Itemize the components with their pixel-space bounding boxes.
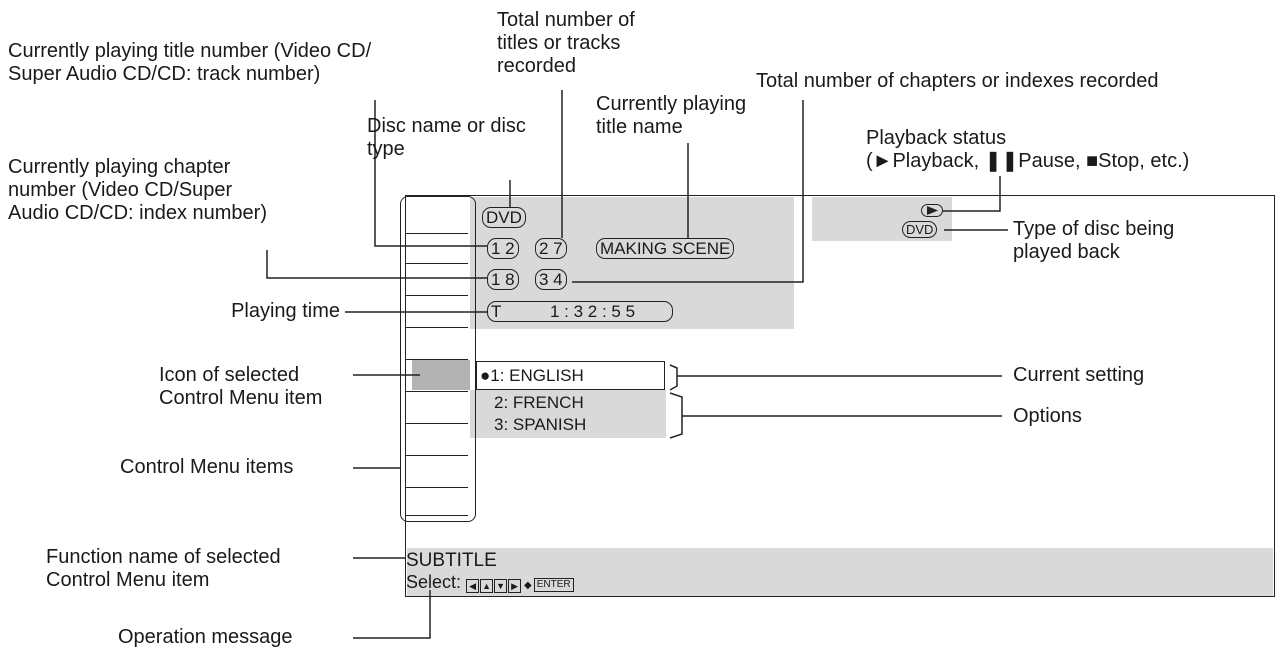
operation-message: Select: ◀▲▼▶◆ENTER: [406, 572, 574, 596]
control-menu-item: [406, 264, 468, 296]
status-play-icon: [921, 204, 943, 217]
label-icon-selected: Icon of selected Control Menu item: [159, 364, 323, 409]
control-menu-item: [406, 424, 468, 456]
label-function-name: Function name of selected Control Menu i…: [46, 546, 281, 591]
control-menu-item: [406, 392, 468, 424]
current-setting-box: [476, 361, 665, 390]
control-menu-item: [406, 488, 468, 516]
option-2: 2: FRENCH: [494, 393, 584, 412]
control-menu-item: [406, 202, 468, 234]
label-control-menu-items: Control Menu items: [120, 456, 294, 478]
arrow-down-icon: ▼: [494, 579, 508, 593]
play-icon: [927, 206, 938, 215]
playing-time-pill: T 1 : 3 2 : 5 5: [487, 301, 673, 322]
label-total-chapters: Total number of chapters or indexes reco…: [756, 70, 1159, 92]
title-name-pill: MAKING SCENE: [596, 238, 735, 259]
option-3: 3: SPANISH: [494, 415, 587, 434]
selected-icon-cell: [412, 360, 470, 390]
label-playback-status: Playback status (►Playback, ❚❚Pause, ■St…: [866, 127, 1190, 172]
label-title-name: Currently playing title name: [596, 93, 747, 138]
label-chapter-number: Currently playing chapter number (Video …: [8, 156, 267, 224]
label-playing-time: Playing time: [231, 300, 340, 322]
control-menu-item: [406, 296, 468, 328]
control-menu-item: [406, 360, 468, 392]
option-1: ●1: ENGLISH: [480, 366, 584, 385]
options-band: [470, 390, 666, 438]
arrow-up-icon: ▲: [480, 579, 494, 593]
info-band: [470, 197, 794, 329]
status-disc-pill: DVD: [902, 221, 938, 238]
plus-icon: ◆: [524, 580, 532, 591]
chapter-total-pill: 3 4: [535, 269, 567, 290]
label-title-number: Currently playing title number (Video CD…: [8, 40, 372, 85]
label-total-titles: Total number of titles or tracks recorde…: [497, 9, 635, 77]
message-band: [407, 548, 1273, 596]
enter-key: ENTER: [533, 578, 574, 592]
title-total-pill: 2 7: [535, 238, 567, 259]
disc-name-pill: DVD: [482, 207, 526, 228]
arrow-left-icon: ◀: [466, 579, 480, 593]
control-menu-item: [406, 328, 468, 360]
function-name: SUBTITLE: [406, 550, 497, 571]
label-current-setting: Current setting: [1013, 364, 1145, 386]
title-number-pill: 1 2: [487, 238, 519, 259]
label-disc-name: Disc name or disc type: [367, 115, 526, 160]
arrow-right-icon: ▶: [508, 579, 522, 593]
control-menu-strip: [400, 196, 476, 522]
chapter-number-pill: 1 8: [487, 269, 519, 290]
label-operation-message: Operation message: [118, 626, 293, 648]
label-options: Options: [1013, 405, 1082, 427]
control-menu-item: [406, 232, 468, 264]
label-disc-type: Type of disc being played back: [1013, 218, 1175, 263]
control-menu-item: [406, 456, 468, 488]
